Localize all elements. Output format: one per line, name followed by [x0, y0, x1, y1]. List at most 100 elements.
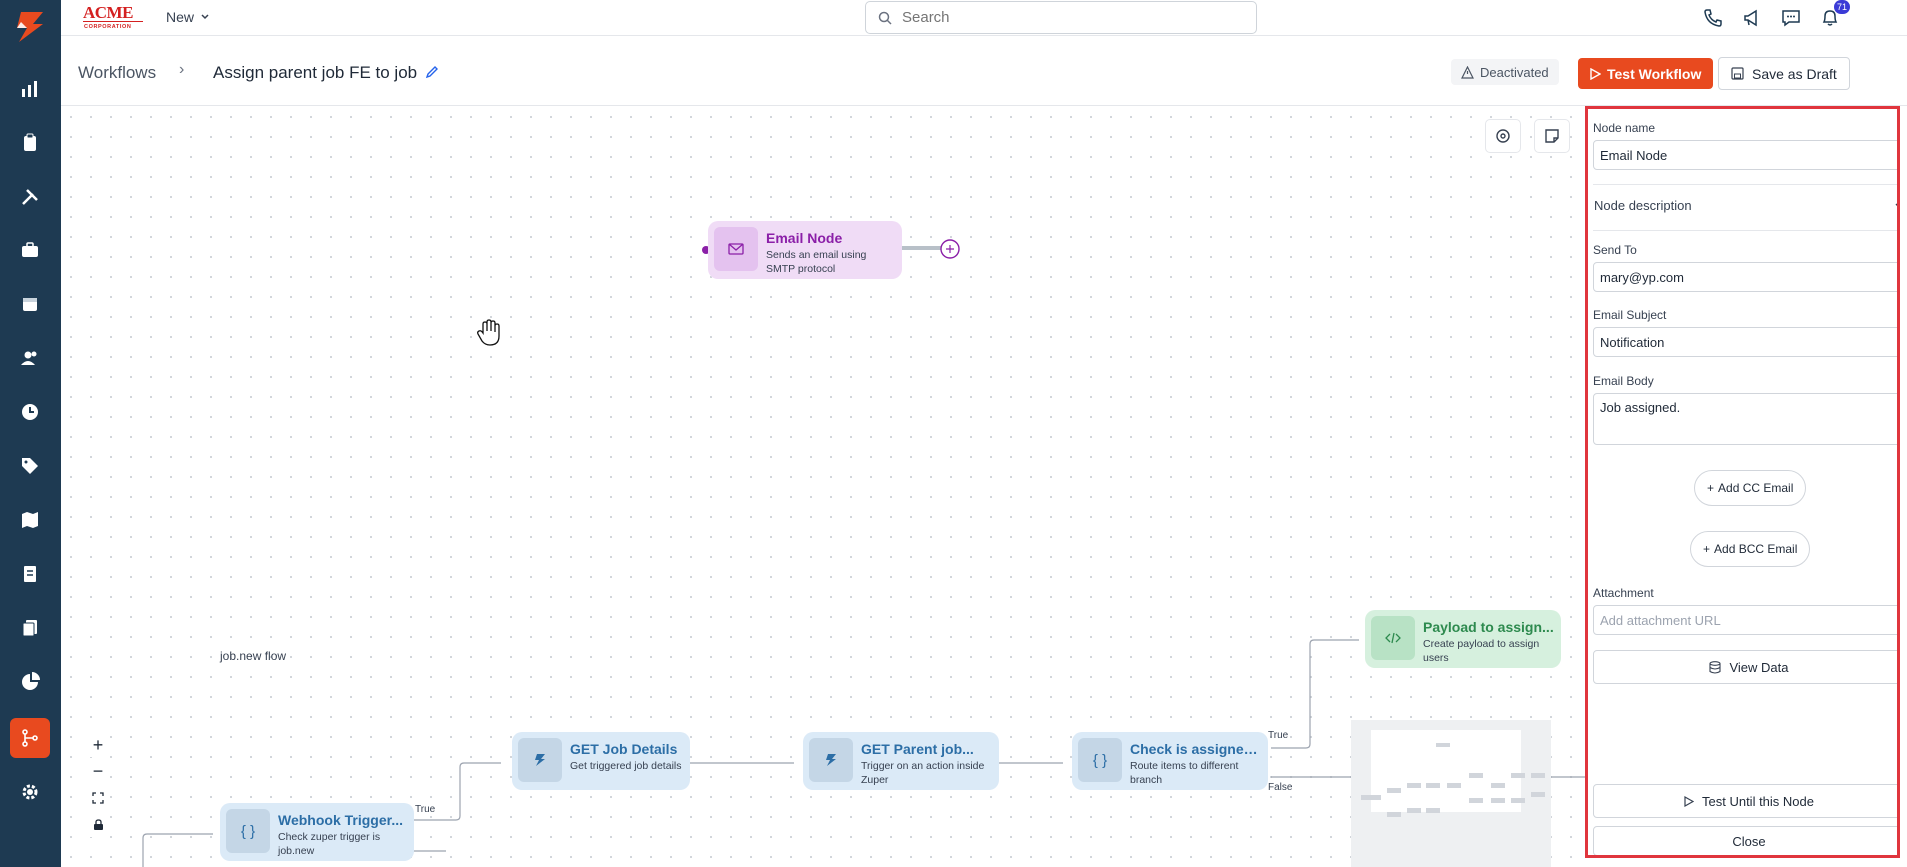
attachment-url-field[interactable]: Add attachment URL	[1593, 605, 1897, 635]
brand-logo[interactable]: ACME CORPORATION	[82, 2, 145, 30]
zoom-out-button[interactable]: −	[86, 759, 110, 783]
node-title: Payload to assign...	[1423, 619, 1554, 635]
view-data-button[interactable]: View Data	[1593, 650, 1897, 684]
save-icon	[1731, 67, 1744, 80]
sidebar-item-tools[interactable]	[10, 177, 50, 217]
node-icon-box	[809, 738, 853, 782]
chat-icon	[1782, 10, 1800, 27]
tag-icon	[22, 458, 38, 474]
chevron-down-icon	[1895, 203, 1897, 206]
node-description: Create payload to assign users	[1423, 638, 1540, 664]
node-name-field[interactable]: Email Node	[1593, 140, 1897, 170]
plus-icon: +	[1707, 481, 1715, 495]
announcements-button[interactable]	[1740, 6, 1764, 30]
sidebar-item-map[interactable]	[10, 500, 50, 540]
edge-label-true: True	[1268, 730, 1289, 741]
search-bar[interactable]	[865, 1, 1257, 34]
node-description: Get triggered job details	[570, 760, 682, 772]
sidebar-item-projects[interactable]	[10, 230, 50, 270]
save-draft-button[interactable]: Save as Draft	[1718, 57, 1850, 90]
send-to-field[interactable]: mary@yp.com	[1593, 262, 1897, 292]
new-menu-label: New	[166, 9, 195, 25]
incoming-edge	[142, 833, 213, 867]
code-icon	[1385, 632, 1401, 644]
pencil-icon[interactable]	[425, 65, 439, 79]
app-logo-icon[interactable]	[13, 10, 47, 44]
node-title: Check is assigned...	[1130, 741, 1262, 757]
sidebar-item-calendar[interactable]	[10, 284, 50, 324]
send-to-label: Send To	[1593, 243, 1637, 257]
node-description: Trigger on an action inside Zuper	[861, 760, 985, 786]
dashboard-icon	[22, 81, 37, 97]
sidebar-item-users[interactable]	[10, 338, 50, 378]
edge-label-true: True	[415, 804, 436, 815]
fit-view-button[interactable]	[1485, 119, 1521, 153]
add-cc-email-button[interactable]: + Add CC Email	[1694, 470, 1807, 506]
node-icon-box	[714, 227, 758, 271]
page-header: Workflows › Assign parent job FE to job …	[61, 36, 1907, 106]
attachment-placeholder: Add attachment URL	[1600, 612, 1721, 628]
node-description: Route items to different branch	[1130, 760, 1239, 786]
lock-button[interactable]	[86, 813, 110, 837]
sidebar-item-reports[interactable]	[10, 662, 50, 702]
settings-icon	[22, 784, 38, 800]
notifications-button[interactable]: 71	[1818, 0, 1850, 30]
chat-button[interactable]	[1779, 6, 1803, 30]
new-menu[interactable]: New	[166, 9, 210, 25]
zoom-in-label: +	[92, 734, 104, 755]
minimap[interactable]	[1351, 720, 1551, 867]
zoom-in-button[interactable]: +	[86, 733, 110, 757]
sidebar-item-pricing[interactable]	[10, 446, 50, 486]
breadcrumb-workflows[interactable]: Workflows	[78, 63, 157, 82]
search-icon	[878, 11, 892, 25]
braces-icon: { }	[1092, 751, 1108, 769]
attachment-label: Attachment	[1593, 586, 1654, 600]
email-node[interactable]: Email Node Sends an email using SMTP pro…	[708, 221, 902, 279]
bell-icon	[1822, 10, 1838, 26]
sidebar-item-documents[interactable]	[10, 608, 50, 648]
documents-icon	[22, 620, 37, 637]
fit-screen-button[interactable]	[86, 786, 110, 810]
node-icon-box: { }	[1078, 738, 1122, 782]
sidebar-item-timesheets[interactable]	[10, 392, 50, 432]
add-bcc-label: Add BCC Email	[1714, 542, 1798, 556]
node-icon-box	[518, 738, 562, 782]
payload-node[interactable]: Payload to assign... Create payload to a…	[1365, 610, 1561, 668]
close-panel-button[interactable]: Close	[1593, 826, 1897, 855]
sidebar-item-settings[interactable]	[10, 772, 50, 812]
phone-button[interactable]	[1701, 6, 1725, 30]
flow-tag: job.new flow	[220, 649, 287, 663]
map-icon	[22, 512, 38, 528]
check-assigned-node[interactable]: { } Check is assigned... Route items to …	[1072, 732, 1268, 790]
sidebar-item-dashboard[interactable]	[10, 69, 50, 109]
sidebar-item-invoices[interactable]	[10, 554, 50, 594]
users-icon	[21, 351, 37, 365]
webhook-trigger-node[interactable]: { } Webhook Trigger... Check zuper trigg…	[220, 803, 414, 861]
envelope-icon	[728, 243, 744, 255]
braces-icon: { }	[240, 822, 256, 840]
email-subject-value: Notification	[1600, 334, 1665, 350]
node-icon-box: { }	[226, 809, 270, 853]
get-job-details-node[interactable]: GET Job Details Get triggered job detail…	[512, 732, 690, 790]
bolt-icon	[535, 754, 545, 766]
email-subject-field[interactable]: Notification	[1593, 327, 1897, 357]
node-description-toggle[interactable]: Node description	[1594, 198, 1897, 213]
top-bar: ACME CORPORATION New 71	[61, 0, 1907, 36]
test-workflow-button[interactable]: Test Workflow	[1578, 58, 1714, 89]
get-parent-job-node[interactable]: GET Parent job... Trigger on an action i…	[803, 732, 999, 790]
email-body-value: Job assigned.	[1600, 400, 1681, 415]
notification-badge: 71	[1833, 0, 1850, 14]
node-title: GET Job Details	[570, 741, 678, 757]
add-bcc-email-button[interactable]: + Add BCC Email	[1690, 531, 1811, 567]
warning-icon	[1461, 65, 1474, 79]
test-until-node-button[interactable]: Test Until this Node	[1593, 784, 1897, 818]
workflow-canvas[interactable]: Email Node Sends an email using SMTP pro…	[61, 107, 1585, 867]
sidebar-item-workflows[interactable]	[10, 718, 50, 758]
email-body-field[interactable]: Job assigned.	[1593, 393, 1897, 445]
sticky-note-button[interactable]	[1534, 119, 1570, 153]
email-subject-label: Email Subject	[1593, 308, 1667, 322]
sidebar-item-jobs[interactable]	[10, 123, 50, 163]
search-input[interactable]	[902, 9, 1222, 26]
node-title: Email Node	[766, 230, 843, 246]
